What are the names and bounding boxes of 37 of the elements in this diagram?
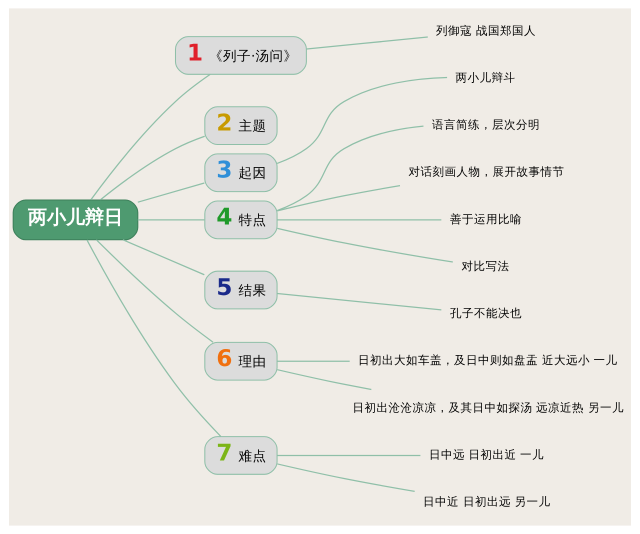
node-text: 语言简练，层次分明	[432, 118, 540, 132]
connector	[86, 240, 222, 437]
node-box: 6 理由	[204, 342, 278, 381]
connector	[277, 454, 420, 456]
node-text: 列御寇 战国郑国人	[436, 23, 536, 38]
node-box: 7 难点	[204, 436, 278, 475]
node-box: 2 主题	[204, 106, 278, 145]
connector	[138, 219, 204, 220]
node-text: 日中近 日初出远 另一儿	[423, 494, 550, 509]
connector	[276, 125, 424, 212]
connector	[96, 239, 214, 343]
node-text: 对比写法	[461, 258, 510, 273]
node-text: 日中远 日初出近 一儿	[428, 447, 544, 462]
node-box: 3 起因	[204, 153, 278, 192]
connector	[90, 74, 211, 200]
node-text: 日初出沧沧凉凉，及其日中如探汤 远凉近热 另一儿	[352, 400, 624, 414]
node-text: 对话刻画人物，展开故事情节	[408, 164, 564, 179]
connector	[277, 360, 350, 362]
connector	[277, 292, 442, 310]
connector	[100, 136, 205, 200]
node-box: 两小儿辩日	[12, 199, 138, 240]
connector	[277, 463, 415, 492]
node-box: 4 特点	[204, 200, 278, 240]
connector	[277, 219, 442, 220]
connector	[122, 239, 205, 276]
node-text: 孔子不能决也	[450, 306, 522, 320]
connector	[306, 36, 428, 50]
connector	[138, 182, 205, 203]
node-text: 善于运用比喻	[450, 212, 522, 226]
connector	[277, 369, 372, 390]
connector	[277, 228, 453, 263]
connector	[277, 185, 400, 212]
node-text: 两小儿辩斗	[456, 70, 516, 84]
node-box: 5 结果	[204, 270, 278, 310]
node-text: 日初出大如车盖，及日中则如盘盂 近大远小 一儿	[358, 353, 618, 368]
connector	[276, 76, 448, 164]
node-box: 1 《列子·汤问》	[174, 36, 307, 75]
